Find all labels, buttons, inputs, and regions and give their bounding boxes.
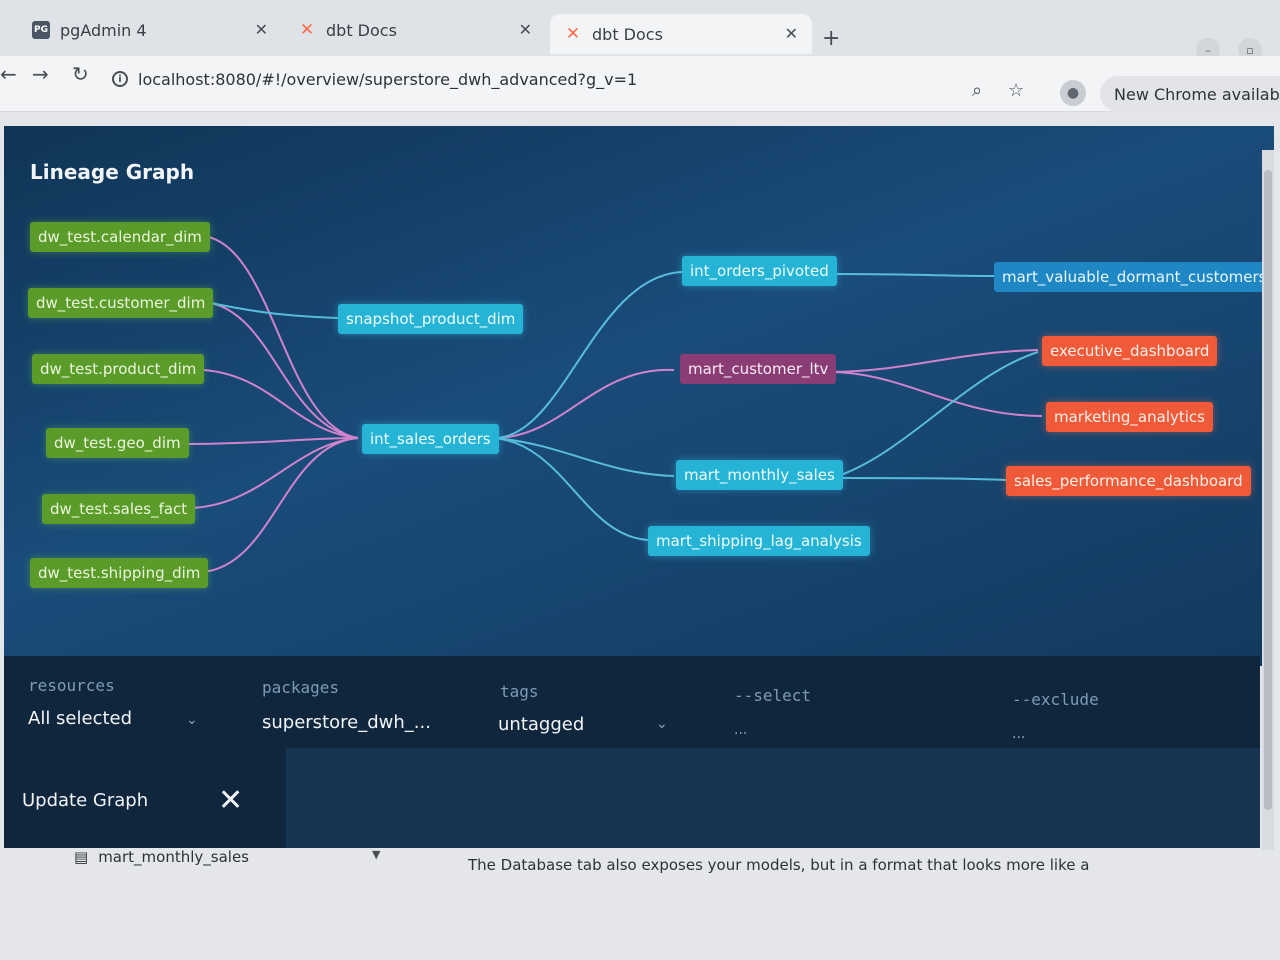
edge <box>493 368 675 439</box>
tab-dbt-docs-1[interactable]: ✕ dbt Docs ✕ <box>284 10 546 50</box>
edge <box>205 301 339 319</box>
document-icon: ▤ <box>74 848 89 866</box>
edge <box>831 351 1039 479</box>
lineage-graph-panel: Lineage Graph dw_test.calendar_dim <box>4 126 1275 666</box>
edge <box>829 371 1043 417</box>
resources-label: resources <box>28 676 115 695</box>
chevron-down-icon[interactable]: ⌄ <box>656 716 668 732</box>
tab-title: pgAdmin 4 <box>60 20 147 40</box>
browser-tab-bar: PG pgAdmin 4 ✕ ✕ dbt Docs ✕ ✕ dbt Docs ✕… <box>0 0 1280 62</box>
node-mart-shipping-lag-analysis[interactable]: mart_shipping_lag_analysis <box>648 526 870 556</box>
tab-title: dbt Docs <box>326 20 397 40</box>
overview-description: The Database tab also exposes your model… <box>468 856 1090 874</box>
tab-pgadmin[interactable]: PG pgAdmin 4 ✕ <box>18 10 282 50</box>
graph-filter-bar: resources All selected ⌄ packages supers… <box>4 656 1260 848</box>
tab-title: dbt Docs <box>592 24 663 44</box>
node-snapshot-product-dim[interactable]: snapshot_product_dim <box>338 304 524 334</box>
tags-label: tags <box>500 682 539 701</box>
node-int-orders-pivoted[interactable]: int_orders_pivoted <box>682 256 837 286</box>
node-int-sales-orders[interactable]: int_sales_orders <box>362 424 499 454</box>
resources-select[interactable]: All selected <box>28 708 133 729</box>
node-label: mart_valuable_dormant_customers <box>1002 268 1267 286</box>
chrome-update-button[interactable]: New Chrome available <box>1100 76 1280 112</box>
edge <box>201 437 359 573</box>
dbt-icon: ✕ <box>299 20 315 40</box>
node-label: dw_test.product_dim <box>40 360 197 378</box>
packages-label: packages <box>262 678 340 697</box>
chevron-down-icon[interactable]: ⌄ <box>186 712 198 728</box>
node-label: mart_monthly_sales <box>684 466 835 484</box>
zoom-icon[interactable]: ⌕ <box>972 80 983 101</box>
edge <box>493 271 683 439</box>
model-name: mart_monthly_sales <box>98 848 249 866</box>
edge <box>493 437 675 477</box>
bookmark-star-icon[interactable]: ☆ <box>1008 80 1025 101</box>
edge <box>493 437 649 541</box>
scrollbar[interactable] <box>1262 150 1274 850</box>
edge <box>829 349 1039 373</box>
scrollbar-thumb[interactable] <box>1264 170 1272 810</box>
node-mart-customer-ltv[interactable]: mart_customer_ltv <box>680 354 837 384</box>
close-icon[interactable]: ✕ <box>218 783 244 818</box>
node-mart-monthly-sales[interactable]: mart_monthly_sales <box>676 460 843 490</box>
edge <box>831 477 1007 481</box>
node-shipping-dim[interactable]: dw_test.shipping_dim <box>30 558 209 588</box>
pgadmin-icon: PG <box>32 21 50 39</box>
node-marketing-analytics[interactable]: marketing_analytics <box>1046 402 1213 432</box>
url-text: localhost:8080/#!/overview/superstore_dw… <box>138 69 638 89</box>
back-icon[interactable]: ← <box>0 62 17 86</box>
node-label: dw_test.customer_dim <box>36 294 206 312</box>
lineage-edges <box>187 235 1043 573</box>
node-mart-valuable-dormant-customers[interactable]: mart_valuable_dormant_customers <box>994 262 1275 292</box>
node-label: int_sales_orders <box>370 430 491 448</box>
edge <box>833 273 995 277</box>
profile-avatar-icon[interactable]: ● <box>1060 80 1086 106</box>
edge <box>203 235 359 439</box>
node-sales-performance-dashboard[interactable]: sales_performance_dashboard <box>1006 466 1251 496</box>
edge <box>191 437 359 509</box>
dbt-icon: ✕ <box>565 24 581 44</box>
update-label: New Chrome available <box>1114 84 1280 104</box>
tab-dbt-docs-2[interactable]: ✕ dbt Docs ✕ <box>550 14 812 54</box>
node-executive-dashboard[interactable]: executive_dashboard <box>1042 336 1218 366</box>
node-customer-dim[interactable]: dw_test.customer_dim <box>28 288 214 318</box>
filter-panel-background <box>286 748 1260 848</box>
close-icon[interactable]: ✕ <box>254 20 268 39</box>
node-label: dw_test.shipping_dim <box>38 564 201 582</box>
node-label: executive_dashboard <box>1050 342 1210 360</box>
panel-title: Lineage Graph <box>30 160 195 184</box>
node-label: mart_customer_ltv <box>688 360 829 378</box>
new-tab-icon[interactable]: + <box>822 26 841 51</box>
url-field[interactable]: i localhost:8080/#!/overview/superstore_… <box>112 62 932 96</box>
node-label: sales_performance_dashboard <box>1014 472 1243 490</box>
node-sales-fact[interactable]: dw_test.sales_fact <box>42 494 196 524</box>
exclude-label: --exclude <box>1012 690 1099 709</box>
node-label: snapshot_product_dim <box>346 310 516 328</box>
model-list-item[interactable]: ▤ mart_monthly_sales <box>74 848 249 866</box>
site-info-icon[interactable]: i <box>112 71 128 87</box>
node-label: mart_shipping_lag_analysis <box>656 532 862 550</box>
update-graph-button[interactable]: Update Graph <box>22 790 149 811</box>
edge <box>203 369 359 439</box>
node-calendar-dim[interactable]: dw_test.calendar_dim <box>30 222 210 252</box>
forward-icon[interactable]: → <box>32 62 49 86</box>
exclude-input[interactable]: ... <box>1012 726 1026 742</box>
select-label: --select <box>734 686 812 705</box>
edge <box>187 437 359 445</box>
node-label: dw_test.sales_fact <box>50 500 188 518</box>
node-label: dw_test.calendar_dim <box>38 228 202 246</box>
node-geo-dim[interactable]: dw_test.geo_dim <box>46 428 189 458</box>
node-product-dim[interactable]: dw_test.product_dim <box>32 354 205 384</box>
node-label: marketing_analytics <box>1054 408 1205 426</box>
close-icon[interactable]: ✕ <box>784 24 798 43</box>
edge <box>205 301 359 439</box>
node-label: dw_test.geo_dim <box>54 434 181 452</box>
reload-icon[interactable]: ↻ <box>72 62 89 86</box>
tags-select[interactable]: untagged <box>498 714 585 735</box>
select-input[interactable]: ... <box>734 722 748 738</box>
node-label: int_orders_pivoted <box>690 262 829 280</box>
close-icon[interactable]: ✕ <box>518 20 532 39</box>
chevron-down-icon[interactable]: ▼ <box>372 848 381 861</box>
packages-select[interactable]: superstore_dwh_... <box>262 712 431 733</box>
